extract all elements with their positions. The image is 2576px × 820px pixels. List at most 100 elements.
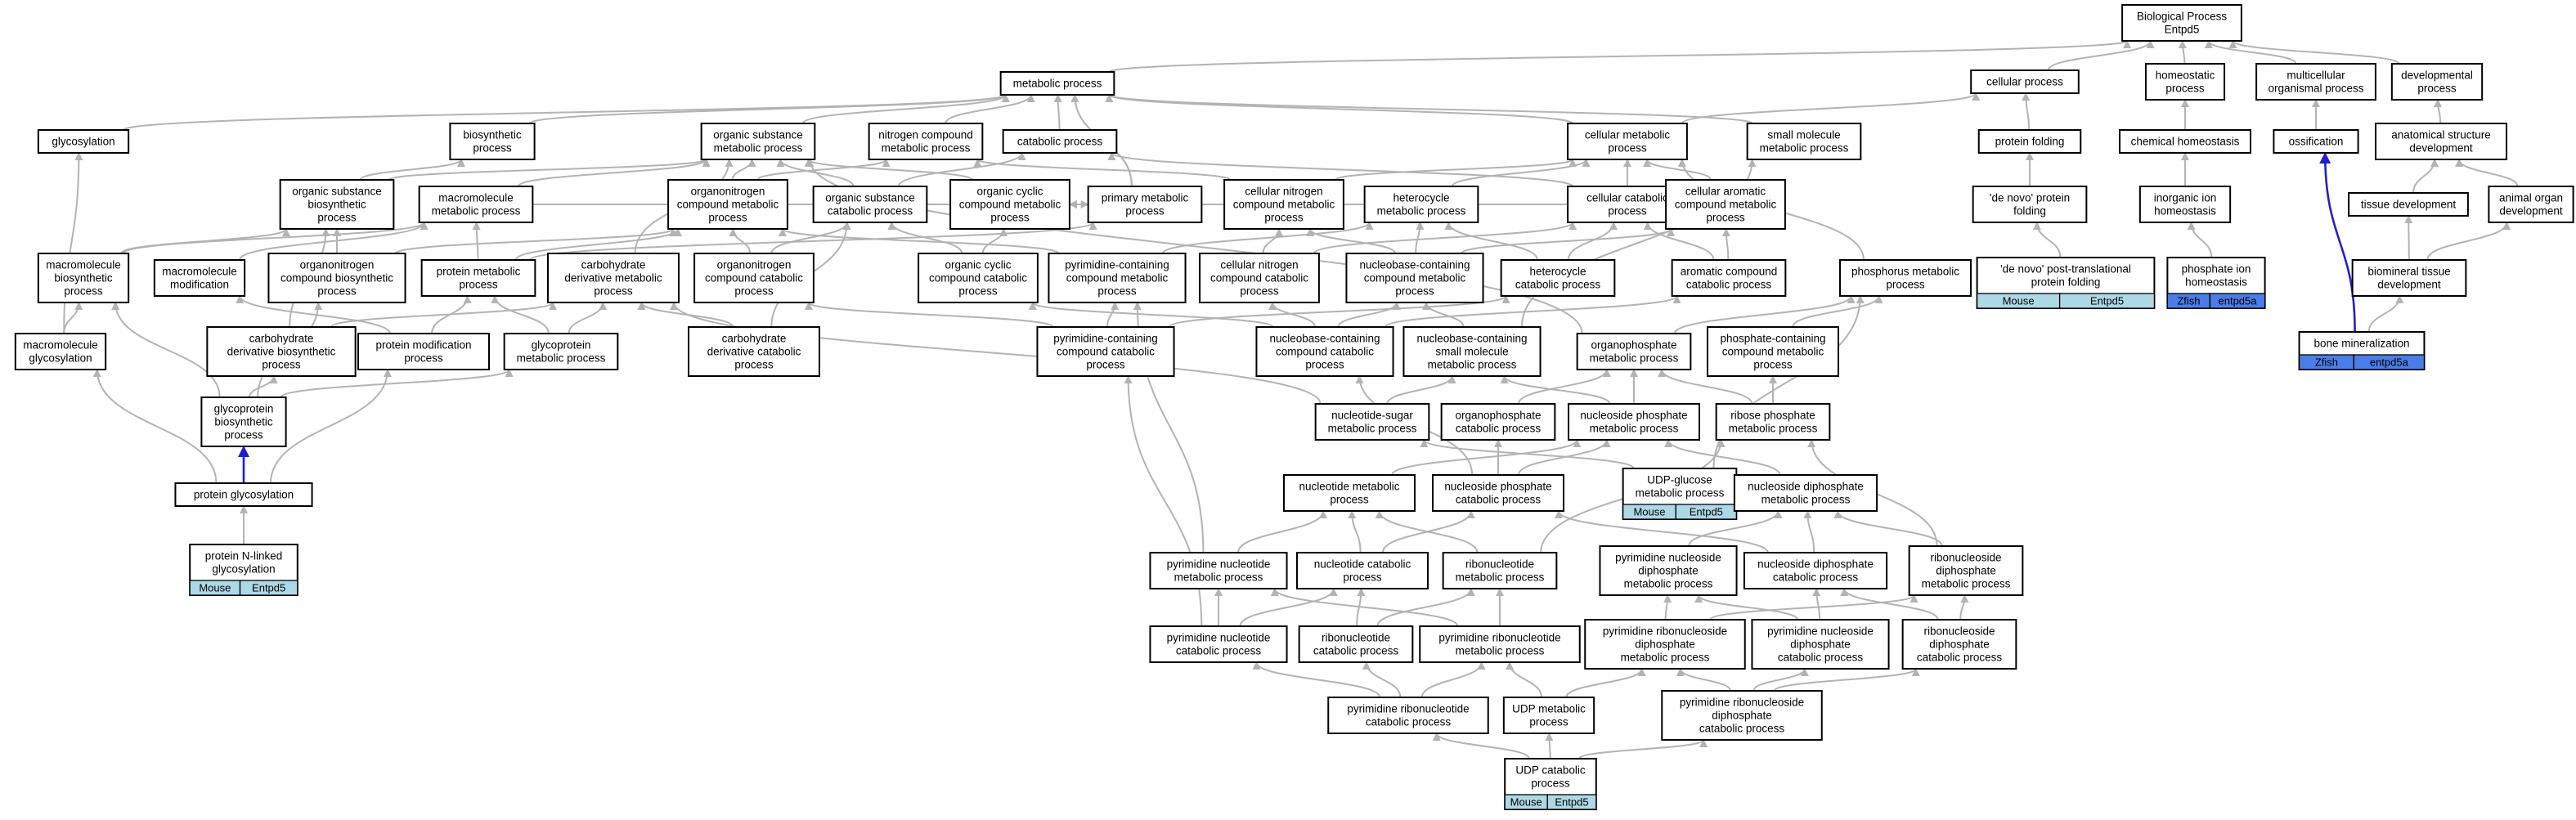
go-term-node-metabolic[interactable]: metabolic process: [999, 71, 1115, 96]
is-a-relation-edge: [111, 302, 221, 398]
node-label: nucleoside diphosphate: [1748, 481, 1864, 493]
go-term-node-pyr-nucleoside-diphos-met[interactable]: pyrimidine nucleosidediphosphatemetaboli…: [1599, 545, 1738, 596]
node-label: pyrimidine ribonucleotide: [1347, 703, 1469, 715]
node-box: [2255, 63, 2376, 101]
is-a-relation-edge: [1391, 439, 1582, 476]
go-term-node-pyr-ribonucleoside-diphos-met[interactable]: pyrimidine ribonucleosidediphosphatemeta…: [1584, 619, 1746, 670]
go-term-node-tissue-dev[interactable]: tissue development: [2348, 192, 2469, 217]
node-box: [1746, 123, 1862, 160]
is-a-relation-edge: [1444, 222, 1538, 261]
node-label: nucleobase-containing: [1359, 259, 1470, 271]
node-label: metabolic process: [1922, 578, 2011, 590]
gene-tag: Entpd5: [1555, 796, 1588, 809]
go-term-node-protein-folding[interactable]: protein folding: [1977, 129, 2082, 154]
go-term-node-catabolic[interactable]: catabolic process: [1002, 129, 1118, 154]
node-label: organic substance: [292, 186, 382, 198]
go-term-node-glycosylation[interactable]: glycosylation: [37, 129, 130, 154]
node-label: derivative metabolic: [564, 272, 662, 285]
go-term-node-protein-glyc[interactable]: protein glycosylation: [174, 482, 313, 507]
go-term-node-pyr-ribonucleoside-diphos-cat[interactable]: pyrimidine ribonucleosidediphosphatecata…: [1661, 690, 1823, 741]
node-box: [14, 333, 107, 370]
go-term-node-pyr-nucleoside-diphos-cat[interactable]: pyrimidine nucleosidediphosphatecataboli…: [1751, 619, 1890, 670]
go-term-node-cellular-process[interactable]: cellular process: [1970, 69, 2080, 94]
is-a-relation-edge: [1337, 302, 1401, 328]
is-a-relation-edge: [1792, 295, 1883, 328]
go-term-node-ossification[interactable]: ossification: [2273, 129, 2359, 154]
node-label: compound metabolic: [1066, 272, 1169, 285]
go-term-node-chem-homeo[interactable]: chemical homeostasis: [2119, 129, 2251, 154]
